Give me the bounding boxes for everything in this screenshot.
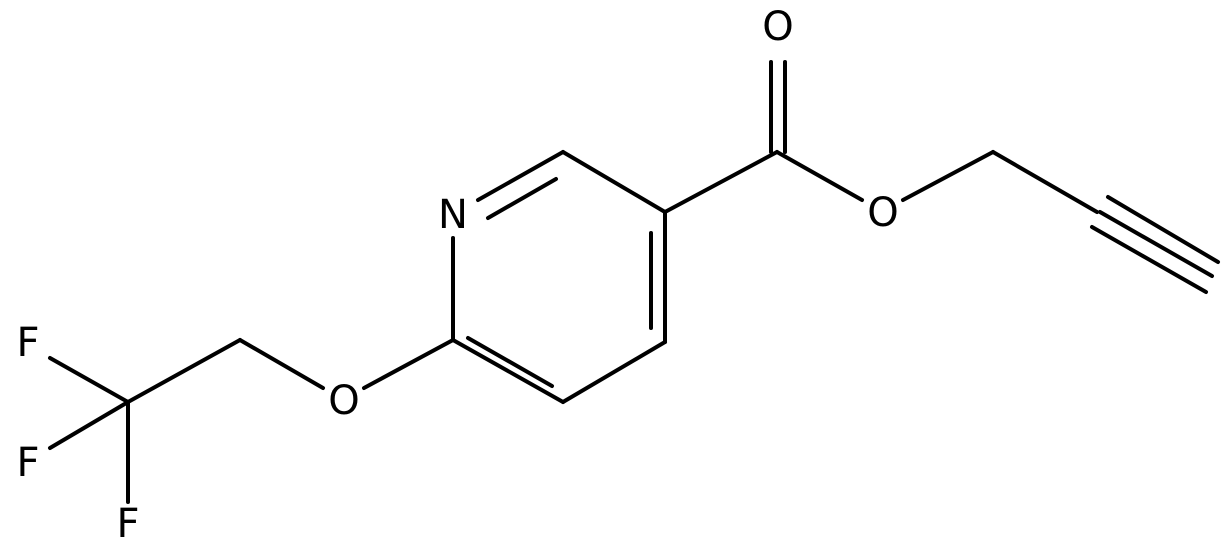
bond-c6-oether [362,338,455,390]
bond-c4-c5 [561,340,667,404]
bond-cf3-f2 [48,400,130,450]
bond-c5-c6 [451,338,565,404]
atom-fluorine-3-label: F [116,501,139,547]
bond-ch2-alkyne [991,150,1099,214]
bond-c2-c3 [561,150,667,214]
bond-n-c2 [476,150,565,202]
bond-c3-carbonyl [663,150,779,214]
atom-fluorine-2-label: F [16,440,39,486]
bond-triple-2 [1098,210,1214,278]
bond-oether-ch2 [238,338,325,390]
bond-carbonyl-oester [775,150,864,202]
bond-oester-ch2 [901,150,995,202]
atom-carbonyl-oxygen-label: O [762,4,793,50]
bond-ch2-cf3 [126,338,242,404]
bond-n-c2-inner [486,177,558,220]
atom-ether-oxygen-label: O [328,378,359,424]
atom-fluorine-1-label: F [16,320,39,366]
bond-triple-3 [1106,195,1220,264]
bond-triple-1 [1090,225,1208,294]
atom-ester-oxygen-label: O [867,190,898,236]
atom-nitrogen-label: N [438,192,468,238]
bond-cf3-f1 [48,356,130,404]
bond-c5-c6-inner [466,336,554,388]
